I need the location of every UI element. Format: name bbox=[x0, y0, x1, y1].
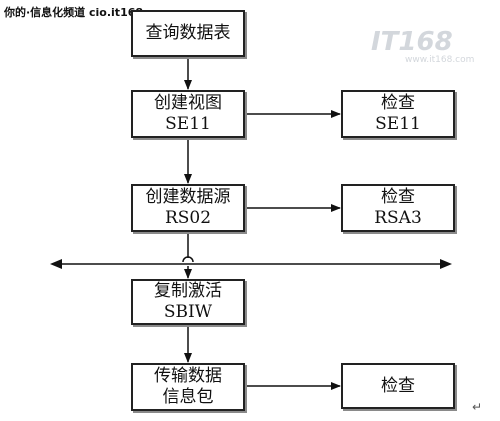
node-label: 传输数据 bbox=[154, 366, 222, 386]
node-check-rsa3: 检查 RSA3 bbox=[341, 184, 455, 232]
logo-subtext: www.it168.com bbox=[405, 55, 474, 65]
source-watermark: 你的·信息化频道 cio.it168.com bbox=[4, 6, 173, 19]
node-check-final: 检查 bbox=[341, 363, 455, 409]
it168-logo-watermark: IT168 www.it168.com bbox=[371, 27, 474, 65]
node-label: 检查 bbox=[381, 187, 415, 207]
node-query-table: 查询数据表 bbox=[131, 10, 245, 57]
node-code: SBIW bbox=[163, 302, 213, 322]
node-label: 检查 bbox=[381, 375, 415, 396]
node-code: SE11 bbox=[165, 114, 211, 134]
node-code: SE11 bbox=[375, 114, 421, 134]
paragraph-mark-icon: ↵ bbox=[472, 400, 483, 414]
node-label: 创建视图 bbox=[154, 93, 222, 113]
node-code: RS02 bbox=[164, 208, 212, 228]
node-check-se11: 检查 SE11 bbox=[341, 90, 455, 138]
divider-left-arrowhead bbox=[50, 259, 62, 269]
divider-right-arrowhead bbox=[440, 259, 452, 269]
node-create-datasource: 创建数据源 RS02 bbox=[131, 184, 245, 232]
node-copy-activate: 复制激活 SBIW bbox=[131, 279, 245, 325]
node-label: 复制激活 bbox=[154, 281, 222, 301]
node-label: 查询数据表 bbox=[145, 23, 231, 43]
logo-text: IT168 bbox=[371, 27, 453, 57]
node-label: 检查 bbox=[381, 93, 415, 113]
node-transfer-package: 传输数据 信息包 bbox=[131, 363, 245, 411]
node-create-view: 创建视图 SE11 bbox=[131, 90, 245, 138]
line-hop-over-divider bbox=[182, 256, 194, 263]
node-label: 创建数据源 bbox=[145, 187, 231, 207]
node-label-2: 信息包 bbox=[162, 387, 214, 407]
node-code: RSA3 bbox=[374, 208, 422, 228]
